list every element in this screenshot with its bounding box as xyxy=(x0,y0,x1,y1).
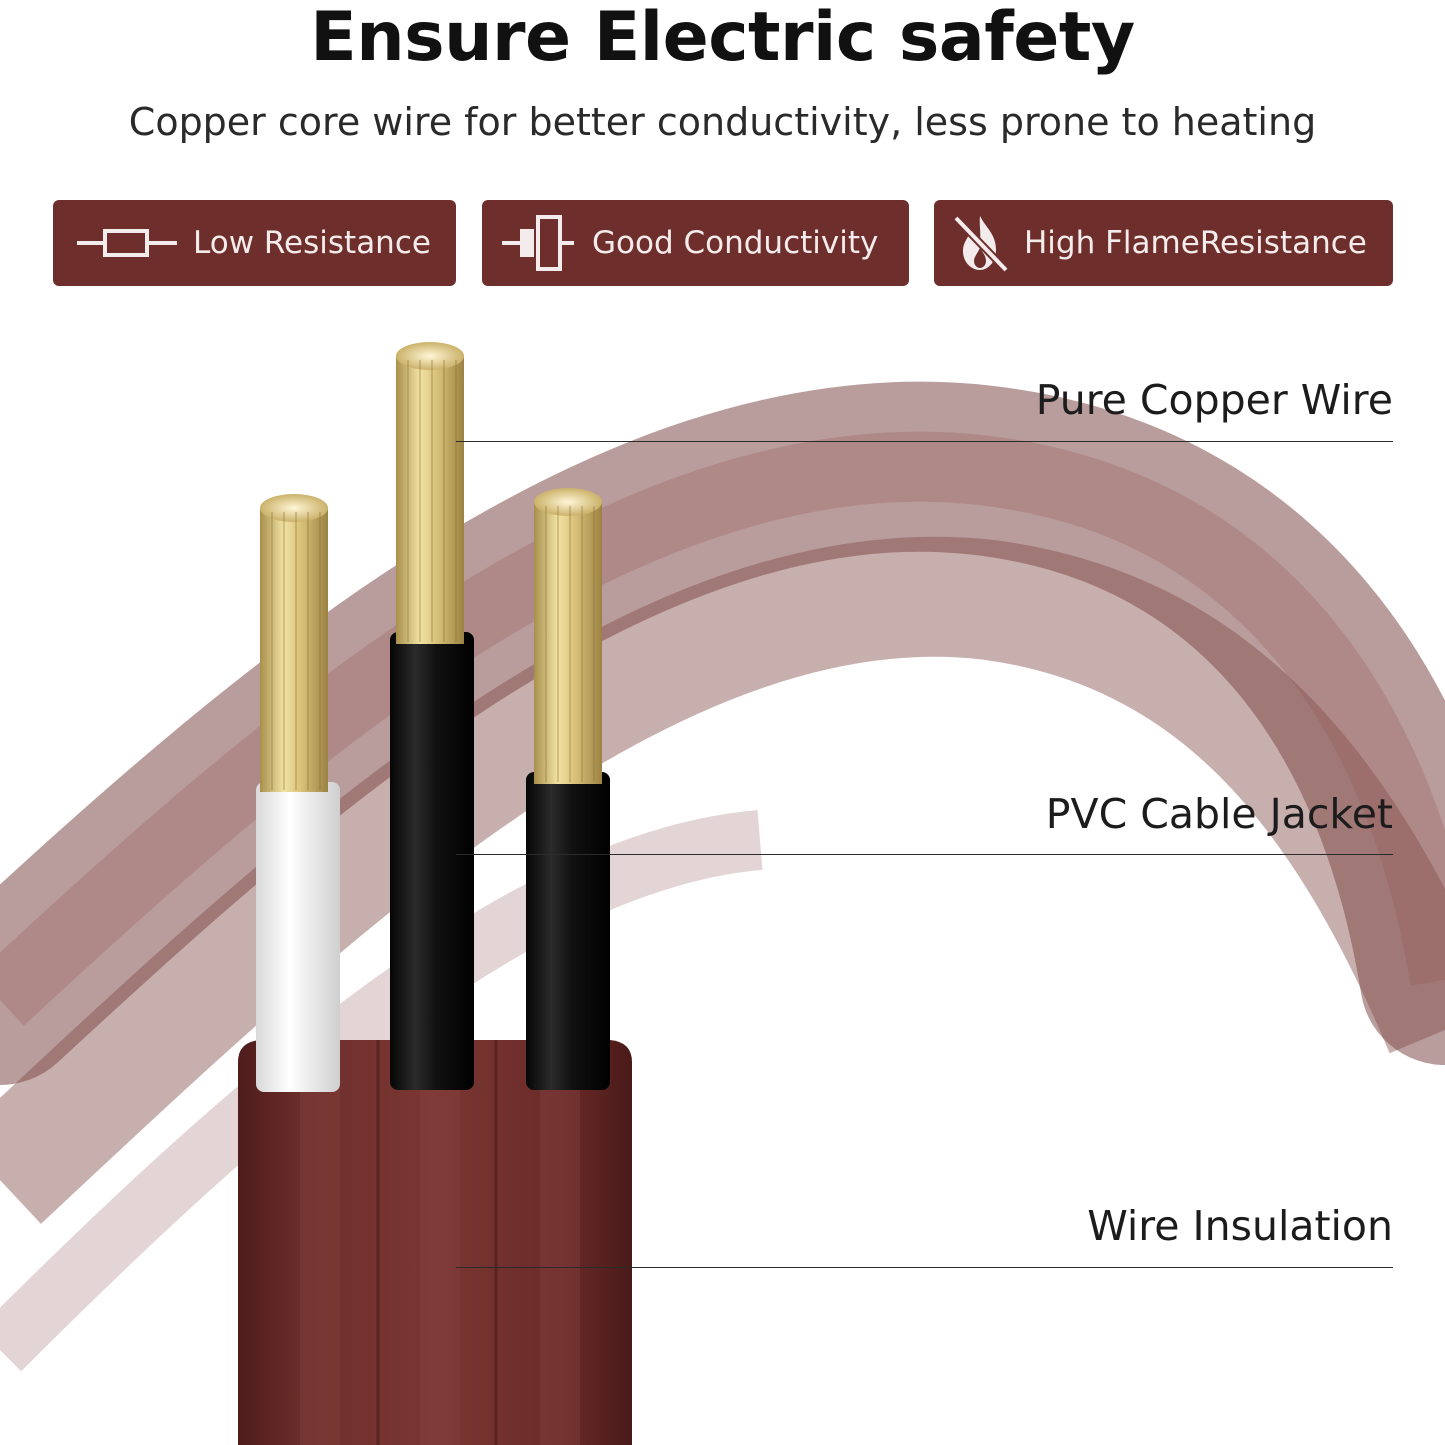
feature-badge-high-flame-resistance: High FlameResistance xyxy=(934,200,1393,286)
callout-line-jacket xyxy=(456,854,1393,855)
callout-pure-copper-wire: Pure Copper Wire xyxy=(1035,376,1393,424)
resistor-icon xyxy=(75,223,179,263)
feature-badge-low-resistance: Low Resistance xyxy=(53,200,456,286)
conductor-black-right xyxy=(526,488,610,1090)
callout-line-insulation xyxy=(456,1267,1393,1268)
callout-pvc-cable-jacket: PVC Cable Jacket xyxy=(1045,790,1393,838)
page-title: Ensure Electric safety xyxy=(310,0,1135,77)
conductor-black-center xyxy=(390,342,474,1090)
feature-badge-good-conductivity: Good Conductivity xyxy=(482,200,909,286)
feature-label: Low Resistance xyxy=(193,225,431,261)
page-subtitle: Copper core wire for better conductivity… xyxy=(128,100,1317,144)
capacitor-icon xyxy=(500,213,576,273)
callout-wire-insulation: Wire Insulation xyxy=(1087,1202,1393,1250)
feature-label: High FlameResistance xyxy=(1024,225,1367,261)
conductor-white xyxy=(256,494,340,1092)
feature-label: Good Conductivity xyxy=(592,225,879,261)
callout-line-copper xyxy=(456,441,1393,442)
cable-illustration xyxy=(0,342,1445,1445)
flat-cable-jacket xyxy=(238,1040,632,1445)
no-flame-icon xyxy=(950,212,1010,274)
